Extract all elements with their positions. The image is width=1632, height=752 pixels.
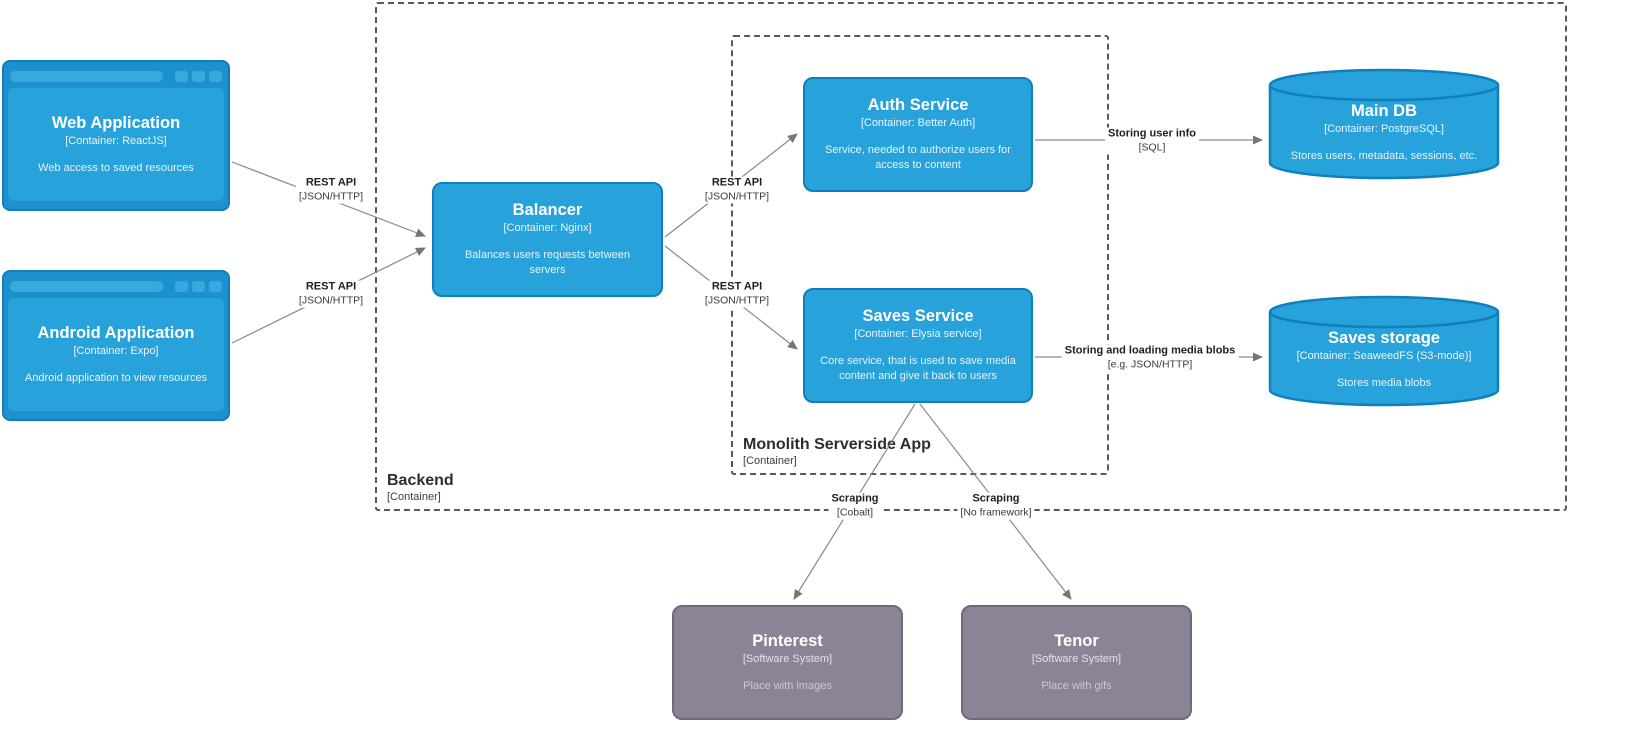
edge-label-auth-to-maindb: Storing user info [SQL]: [1105, 127, 1199, 155]
node-desc: Core service, that is used to save media…: [820, 355, 1016, 382]
browser-address-bar: [10, 70, 163, 82]
node-title: Saves Service: [862, 307, 974, 326]
node-desc: Web access to saved resources: [38, 161, 194, 174]
node-tenor: Tenor [Software System] Place with gifs: [961, 605, 1192, 720]
browser-button: [192, 280, 205, 292]
node-title: Auth Service: [867, 96, 969, 115]
edge-name: Scraping: [972, 492, 1020, 505]
browser-button: [209, 280, 222, 292]
browser-button: [175, 280, 188, 292]
edge-tech: [Cobalt]: [836, 506, 874, 519]
browser-button: [192, 70, 205, 82]
node-main-db: Main DB [Container: PostgreSQL] Stores u…: [1268, 68, 1500, 180]
edge-name: REST API: [711, 280, 763, 293]
node-body: Main DB [Container: PostgreSQL] Stores u…: [1268, 90, 1500, 176]
group-title: Backend: [387, 471, 454, 489]
edge-label-android-to-balancer: REST API [JSON/HTTP]: [295, 280, 367, 308]
edge-tech: [JSON/HTTP]: [298, 190, 364, 203]
node-android-application: Android Application [Container: Expo] An…: [2, 270, 230, 421]
node-title: Main DB: [1351, 102, 1417, 121]
node-title: Pinterest: [752, 631, 823, 650]
node-tech: [Container: PostgreSQL]: [1324, 123, 1444, 136]
group-title: Monolith Serverside App: [743, 435, 931, 453]
edge-tech: [JSON/HTTP]: [704, 190, 770, 203]
node-tech: [Container: Elysia service]: [854, 328, 982, 341]
node-tech: [Container: SeaweedFS (S3-mode)]: [1296, 350, 1472, 363]
edge-name: Storing and loading media blobs: [1064, 344, 1236, 357]
edge-tech: [e.g. JSON/HTTP]: [1107, 358, 1193, 371]
browser-titlebar: [10, 68, 222, 84]
database-cylinder-shape: [1268, 68, 1500, 180]
node-title: Web Application: [51, 113, 181, 132]
node-desc: Balances users requests between servers: [464, 249, 631, 276]
node-desc: Stores users, metadata, sessions, etc.: [1290, 150, 1478, 163]
node-title: Android Application: [37, 323, 195, 342]
group-tech: [Container]: [387, 491, 441, 503]
edge-name: REST API: [305, 280, 357, 293]
edge-label-web-to-balancer: REST API [JSON/HTTP]: [295, 176, 367, 204]
node-desc: Place with images: [743, 679, 832, 692]
edge-name: Scraping: [831, 492, 879, 505]
node-auth-service: Auth Service [Container: Better Auth] Se…: [803, 77, 1033, 192]
group-tech: [Container]: [743, 455, 797, 467]
group-monolith-label: Monolith Serverside App [Container]: [743, 435, 931, 467]
node-desc: Stores media blobs: [1336, 377, 1432, 390]
node-web-application: Web Application [Container: ReactJS] Web…: [2, 60, 230, 211]
node-pinterest: Pinterest [Software System] Place with i…: [672, 605, 903, 720]
node-tech: [Software System]: [742, 652, 833, 665]
database-cylinder-shape: [1268, 295, 1500, 407]
group-backend-label: Backend [Container]: [387, 471, 454, 503]
node-body: Saves storage [Container: SeaweedFS (S3-…: [1268, 317, 1500, 403]
browser-button: [209, 70, 222, 82]
node-tech: [Container: ReactJS]: [65, 134, 167, 147]
node-desc: Android application to view resources: [24, 371, 208, 384]
node-desc: Place with gifs: [1041, 679, 1112, 692]
edge-tech: [JSON/HTTP]: [704, 294, 770, 307]
browser-address-bar: [10, 280, 163, 292]
edge-label-saves-to-pinterest: Scraping [Cobalt]: [828, 492, 882, 520]
edge-label-saves-to-tenor: Scraping [No framework]: [957, 492, 1035, 520]
node-title: Tenor: [1054, 631, 1099, 650]
node-desc: Service, needed to authorize users for a…: [825, 144, 1011, 171]
edge-label-saves-to-storage: Storing and loading media blobs [e.g. JS…: [1061, 344, 1239, 372]
edge-label-balancer-to-auth: REST API [JSON/HTTP]: [701, 176, 773, 204]
node-tech: [Container: Better Auth]: [860, 117, 976, 130]
node-body: Web Application [Container: ReactJS] Web…: [8, 88, 224, 201]
edge-name: Storing user info: [1108, 127, 1196, 140]
node-tech: [Software System]: [1031, 652, 1122, 665]
edge-tech: [JSON/HTTP]: [298, 294, 364, 307]
edge-label-balancer-to-saves: REST API [JSON/HTTP]: [701, 280, 773, 308]
node-tech: [Container: Expo]: [73, 344, 159, 357]
node-tech: [Container: Nginx]: [503, 222, 592, 235]
edge-name: REST API: [711, 176, 763, 189]
edge-tech: [SQL]: [1138, 141, 1166, 154]
node-body: Android Application [Container: Expo] An…: [8, 298, 224, 411]
node-balancer: Balancer [Container: Nginx] Balances use…: [432, 182, 663, 297]
edge-tech: [No framework]: [960, 506, 1032, 519]
node-title: Saves storage: [1328, 329, 1440, 348]
browser-button: [175, 70, 188, 82]
node-title: Balancer: [512, 201, 583, 220]
browser-titlebar: [10, 278, 222, 294]
node-saves-storage: Saves storage [Container: SeaweedFS (S3-…: [1268, 295, 1500, 407]
node-saves-service: Saves Service [Container: Elysia service…: [803, 288, 1033, 403]
edge-name: REST API: [305, 176, 357, 189]
